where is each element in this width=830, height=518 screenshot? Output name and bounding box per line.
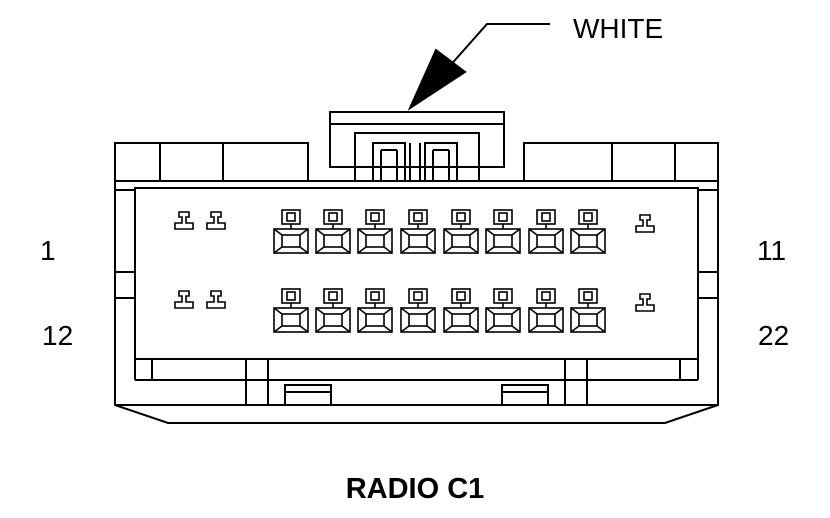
terminal-cavity-r1-3 [357,209,393,254]
terminal-cavity-r1-2 [315,209,351,254]
small-terminal-r2-c [635,293,655,312]
terminal-cavity-r1-1 [273,209,309,254]
color-leader-line [447,23,550,69]
connector-title: RADIO C1 [345,473,485,505]
terminal-cavity-r1-6 [485,209,521,254]
terminal-cavity-r2-4 [400,288,436,333]
connector-face [134,187,699,360]
pin-label-22: 22 [758,320,790,351]
wire-color-label: WHITE [573,13,664,44]
side-latches [115,189,718,299]
connector-housing [114,180,719,424]
small-terminal-r1-a [174,211,194,230]
terminal-cavity-r2-5 [443,288,479,333]
pin-label-11: 11 [757,235,787,266]
terminal-cavity-r2-1 [273,288,309,333]
pin-label-12: 12 [42,320,74,351]
terminal-cavity-r1-5 [443,209,479,254]
color-arrowhead [407,48,467,111]
terminal-cavities [174,209,655,333]
bottom-skirt [134,359,699,406]
small-terminal-r1-b [206,211,226,230]
terminal-cavity-r2-3 [357,288,393,333]
terminal-cavity-r1-7 [528,209,564,254]
terminal-cavity-r2-8 [570,288,606,333]
small-terminal-r1-c [635,214,655,233]
terminal-cavity-r1-4 [400,209,436,254]
terminal-cavity-r2-2 [315,288,351,333]
small-terminal-r2-a [174,290,194,309]
locking-tab [329,111,505,182]
small-terminal-r2-b [206,290,226,309]
pin-label-1: 1 [40,235,56,266]
right-shoulder [523,142,719,182]
terminal-cavity-r2-7 [528,288,564,333]
terminal-cavity-r1-8 [570,209,606,254]
terminal-cavity-r2-6 [485,288,521,333]
left-shoulder [114,142,309,182]
